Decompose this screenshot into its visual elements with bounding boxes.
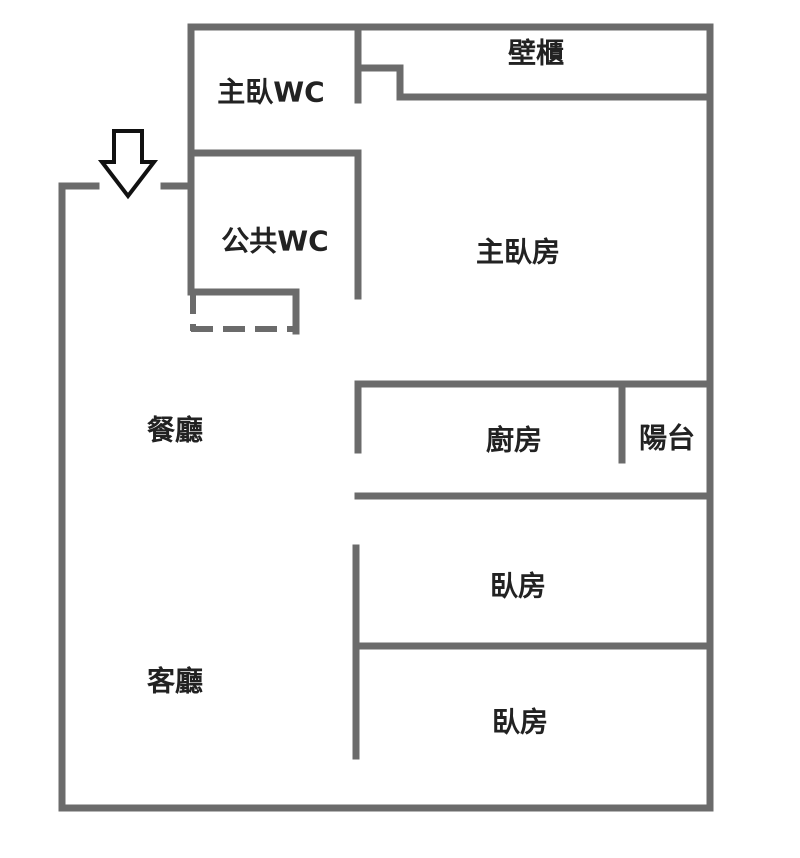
label-living: 客廳	[147, 665, 203, 698]
walls	[58, 23, 714, 812]
label-closet: 壁櫃	[508, 37, 564, 70]
entrance-down-arrow-icon	[97, 129, 159, 200]
label-master-wc: 主臥WC	[217, 76, 324, 109]
label-kitchen: 廚房	[486, 424, 542, 457]
label-master-bedroom: 主臥房	[476, 236, 560, 269]
label-dining: 餐廳	[147, 414, 203, 447]
label-public-wc: 公共WC	[221, 225, 328, 258]
label-balcony: 陽台	[639, 422, 695, 455]
label-bedroom-2: 臥房	[492, 706, 548, 739]
label-bedroom-1: 臥房	[490, 570, 546, 603]
